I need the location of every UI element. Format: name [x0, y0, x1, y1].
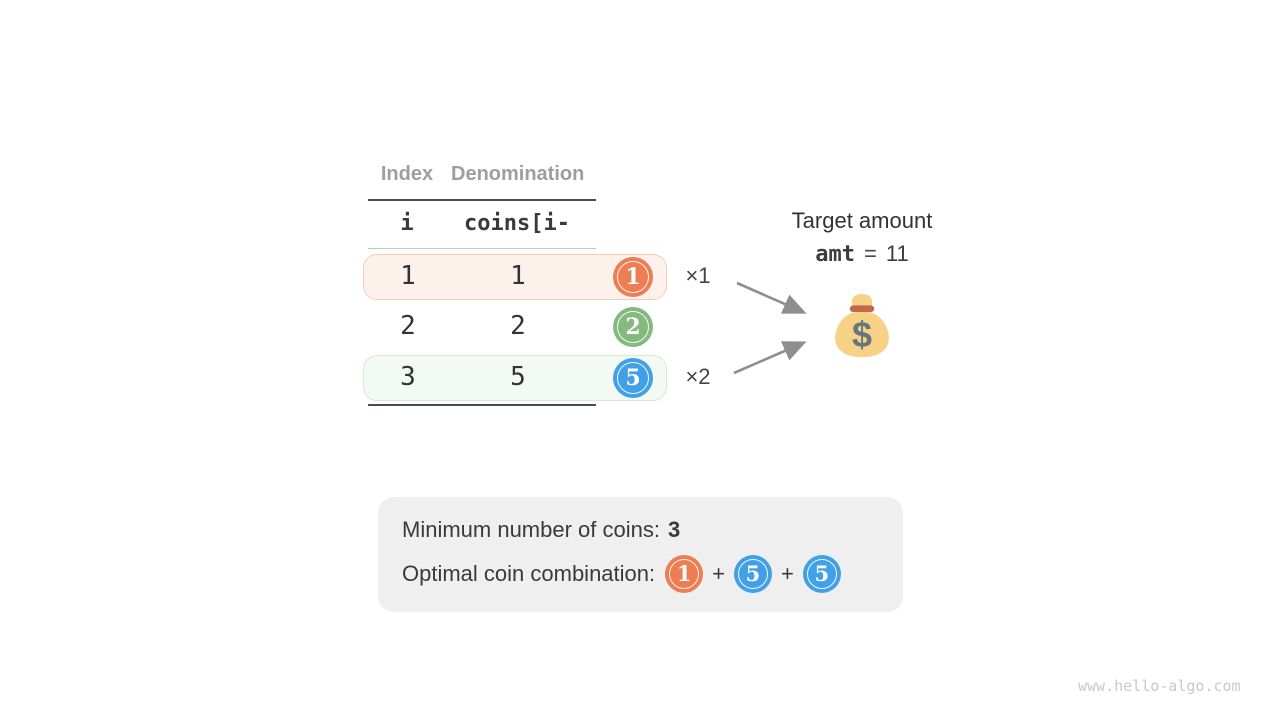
table-mid-rule — [368, 248, 596, 249]
coin-icon: 5 — [802, 554, 841, 593]
code-header-coins: coins[i-1] — [464, 211, 570, 278]
money-bag-icon: $ — [835, 294, 889, 358]
coin-value: 5 — [814, 561, 830, 586]
table-top-rule — [368, 199, 596, 201]
row2-index: 2 — [400, 311, 416, 341]
combination-line: Optimal coin combination: 1 + 5 + 5 — [402, 554, 903, 593]
svg-text:$: $ — [852, 314, 872, 355]
table-bottom-rule — [368, 404, 596, 406]
plus-sign: + — [712, 560, 725, 586]
coin-value: 1 — [676, 561, 692, 586]
row1-index: 1 — [400, 261, 416, 291]
coin-ring — [617, 362, 649, 394]
table-row: 3 5 5 — [363, 355, 667, 401]
amt-variable: amt — [815, 242, 856, 267]
coin-value: 5 — [745, 561, 761, 586]
target-amount-value: 11 — [885, 241, 909, 266]
coin-ring — [617, 311, 649, 343]
row1-denomination: 1 — [510, 261, 526, 291]
coin-icon: 5 — [733, 554, 772, 593]
combination-coins: 1 + 5 + 5 — [665, 554, 841, 593]
coin-icon: 2 — [613, 307, 653, 347]
row3-denomination: 5 — [510, 362, 526, 392]
coin-value: 1 — [625, 264, 641, 290]
min-coins-label: Minimum number of coins: — [402, 516, 660, 542]
table-row: 1 1 1 — [363, 254, 667, 300]
coin-value: 2 — [625, 314, 641, 340]
code-header-i: i — [400, 211, 414, 236]
multiplier-x1: ×1 — [685, 263, 711, 288]
coin-table: Index Denomination i coins[i-1] 1 1 1 2 … — [363, 155, 667, 411]
coin-ring — [617, 261, 649, 293]
target-amount-title: Target amount — [791, 208, 933, 233]
column-header-denomination: Denomination — [451, 163, 585, 185]
coin-ring — [806, 558, 837, 589]
combination-label: Optimal coin combination: — [402, 560, 656, 586]
column-header-index: Index — [380, 163, 434, 185]
watermark: www.hello-algo.com — [1078, 677, 1241, 695]
multiplier-x2: ×2 — [685, 364, 711, 389]
coin-ring — [737, 558, 768, 589]
plus-sign: + — [780, 560, 794, 586]
min-coins-line: Minimum number of coins: 3 — [402, 517, 903, 543]
coin-icon: 5 — [613, 358, 653, 398]
target-amount-block: Target amount amt = 11 — [760, 207, 964, 269]
row2-denomination: 2 — [510, 311, 526, 341]
coin-value: 5 — [625, 365, 641, 391]
min-coins-value: 3 — [667, 516, 681, 542]
coin-icon: 1 — [665, 554, 704, 593]
equals-sign: = — [864, 241, 877, 266]
coin-ring — [669, 558, 700, 589]
table-row: 2 2 2 — [363, 304, 667, 350]
arrow-icon — [733, 281, 807, 375]
coin-icon: 1 — [613, 257, 653, 297]
row3-index: 3 — [400, 362, 416, 392]
result-box: Minimum number of coins: 3 Optimal coin … — [378, 497, 903, 612]
target-amount-equation: amt = 11 — [760, 240, 964, 269]
